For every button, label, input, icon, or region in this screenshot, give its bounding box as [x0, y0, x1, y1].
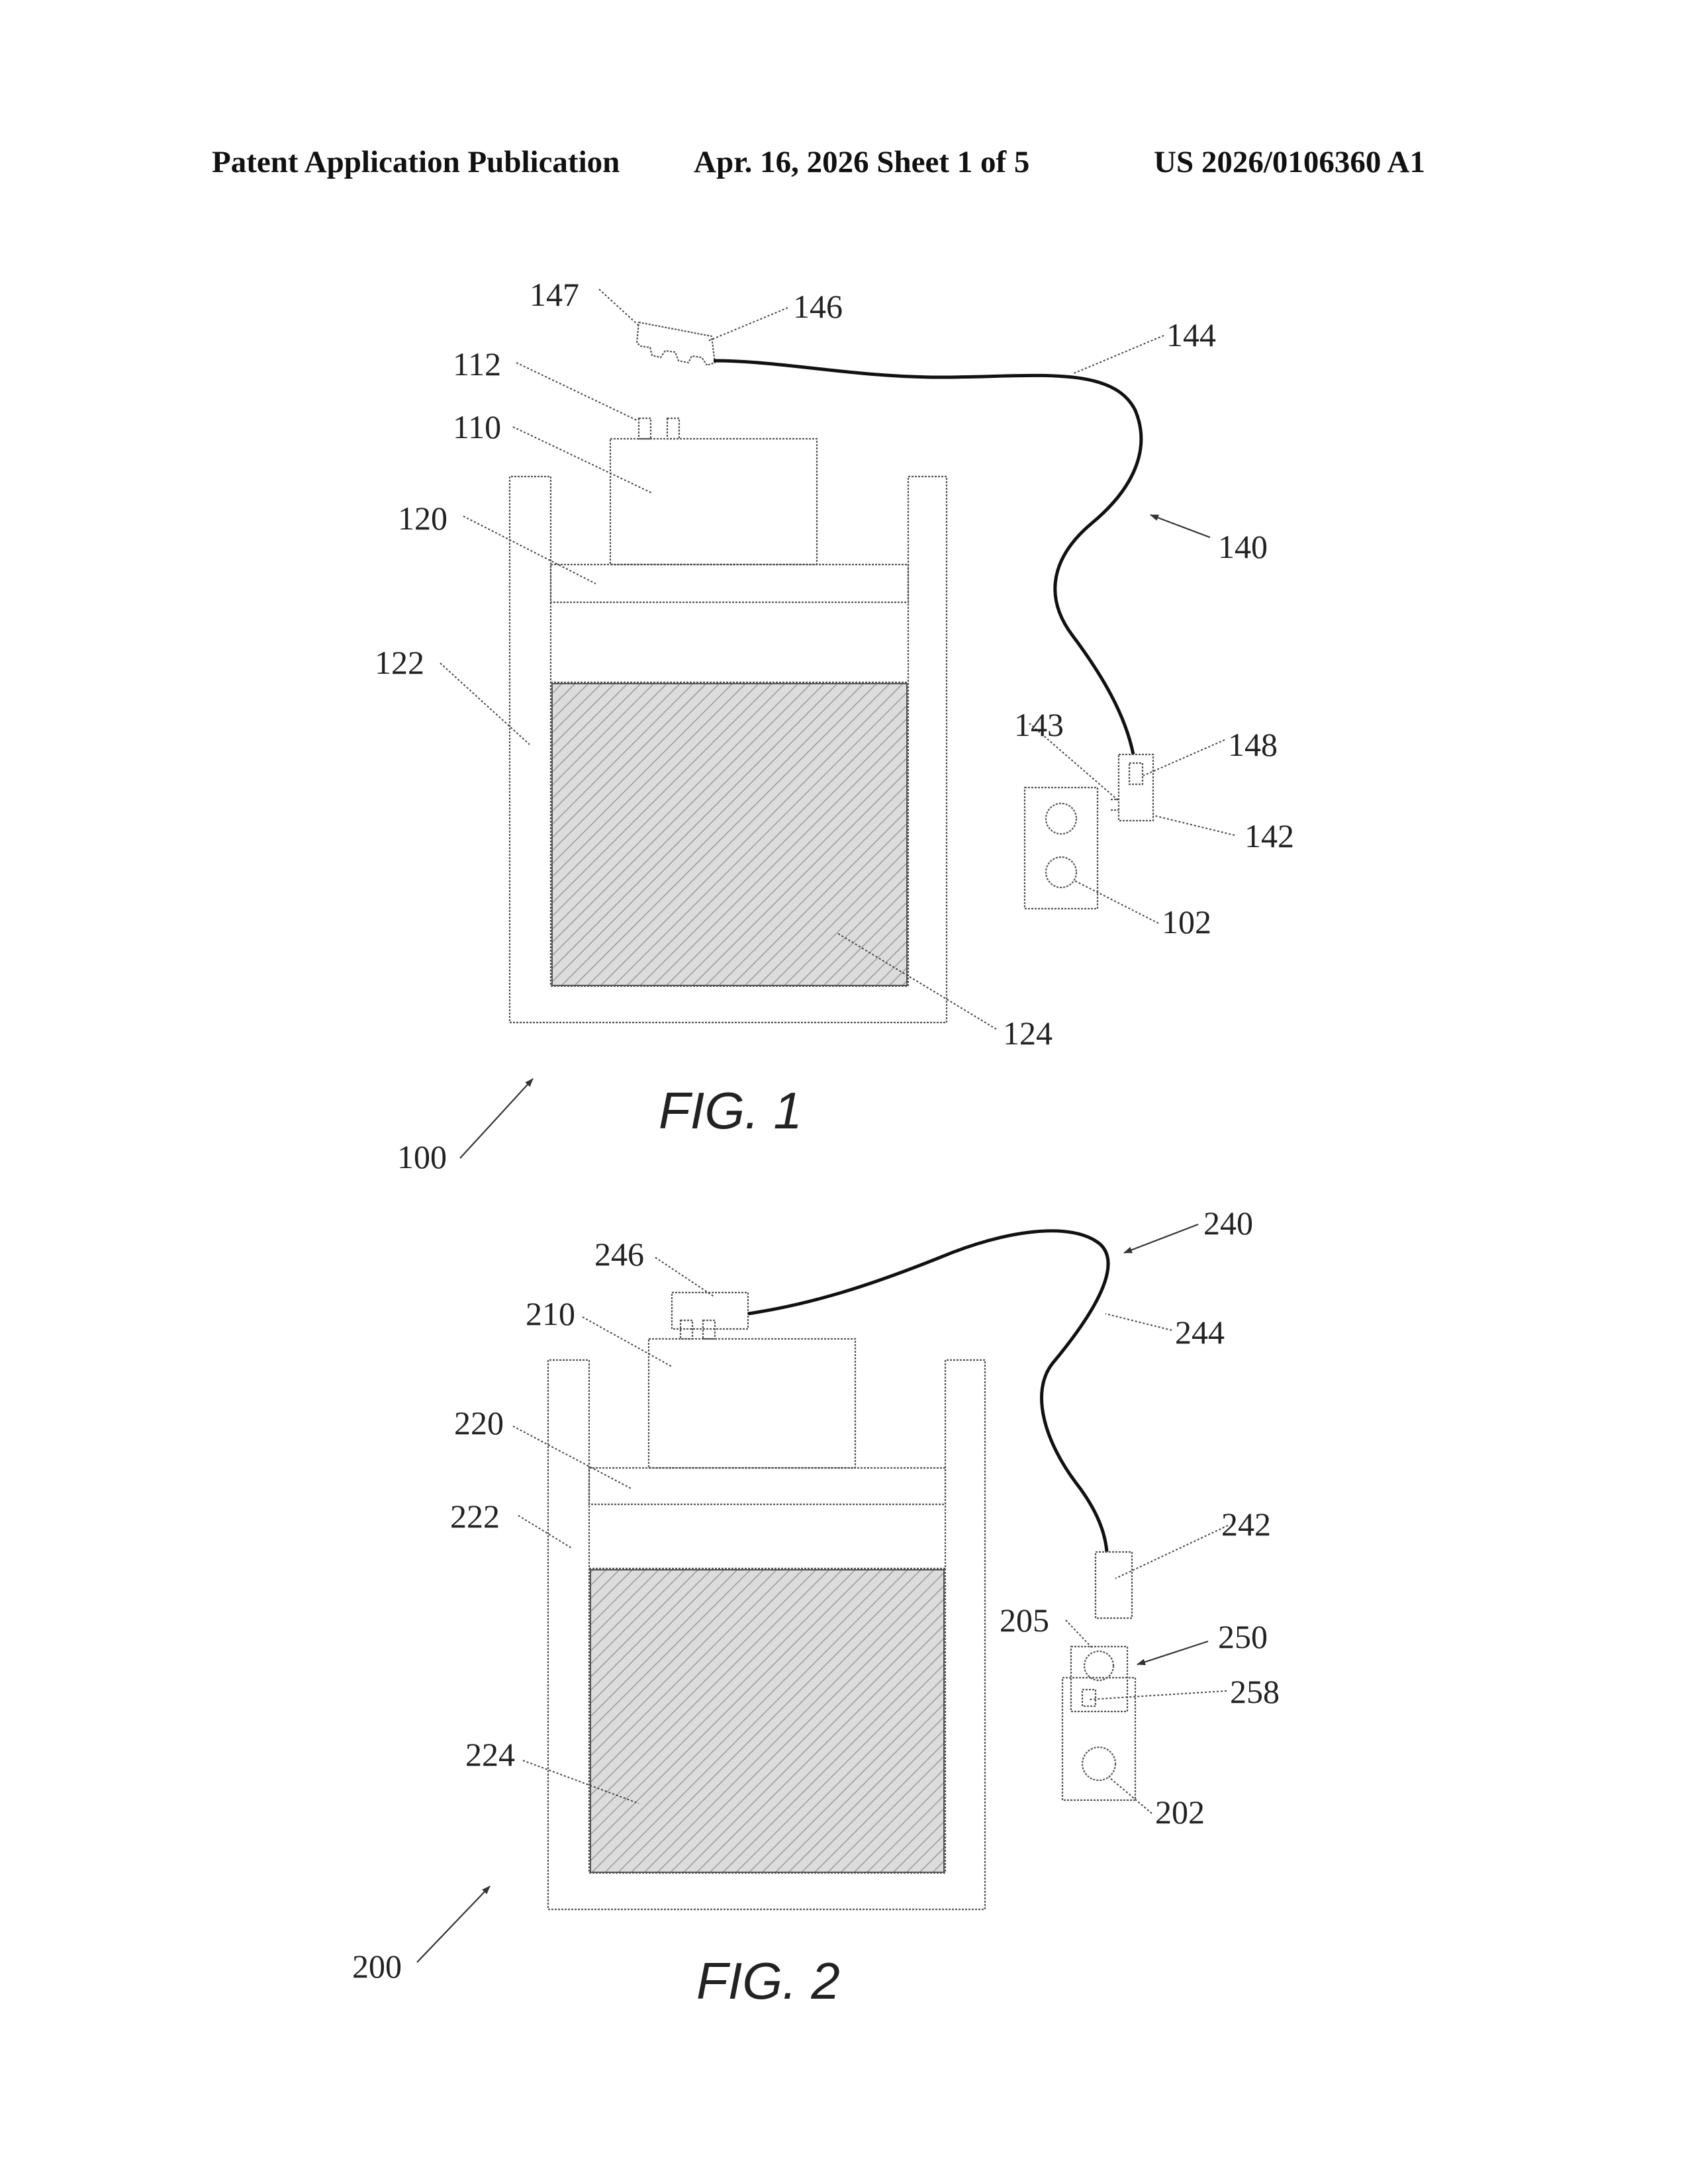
- leader-244: [1105, 1314, 1172, 1330]
- ref-144: 144: [1166, 316, 1216, 353]
- outlet-102-socket-bottom: [1046, 857, 1076, 887]
- arrow-240: [1124, 1224, 1198, 1253]
- outlet-102-socket-top: [1046, 803, 1076, 834]
- leader-142: [1153, 815, 1235, 835]
- leader-110: [513, 427, 652, 493]
- terminal-112-a: [639, 418, 651, 439]
- cable-244: [748, 1231, 1108, 1552]
- ref-200: 200: [352, 1948, 402, 1985]
- ref-244: 244: [1175, 1314, 1225, 1351]
- leader-258: [1089, 1691, 1227, 1700]
- ref-100: 100: [397, 1138, 447, 1175]
- figure-1: 147 146 144 112 110 120 122 140 143 148 …: [375, 276, 1294, 1175]
- leader-202: [1109, 1777, 1152, 1813]
- outlet-202: [1062, 1678, 1135, 1800]
- ref-122: 122: [375, 644, 424, 681]
- connector-246: [672, 1293, 748, 1329]
- leader-222: [518, 1516, 573, 1549]
- leader-205: [1066, 1620, 1092, 1648]
- outlet-102: [1025, 788, 1098, 909]
- ref-146: 146: [793, 288, 843, 325]
- adapter-250: [1071, 1647, 1127, 1711]
- indicator-148: [1129, 763, 1143, 784]
- ref-124: 124: [1003, 1015, 1053, 1052]
- lid-plate-220: [589, 1468, 945, 1504]
- fill-material-224: [590, 1570, 944, 1872]
- ref-246: 246: [594, 1236, 644, 1273]
- terminal-112-b: [667, 418, 679, 439]
- ref-140: 140: [1218, 528, 1268, 565]
- ref-205: 205: [1000, 1602, 1049, 1639]
- leader-122: [440, 663, 530, 745]
- ref-202: 202: [1155, 1794, 1205, 1831]
- ref-210: 210: [526, 1295, 575, 1332]
- ref-258: 258: [1230, 1673, 1280, 1710]
- ref-224: 224: [465, 1736, 515, 1773]
- ref-148: 148: [1228, 726, 1278, 763]
- arrow-140: [1150, 515, 1210, 537]
- leader-220: [513, 1426, 632, 1489]
- leader-112: [516, 363, 637, 420]
- arrow-250: [1137, 1641, 1208, 1664]
- ref-240: 240: [1203, 1205, 1253, 1242]
- ref-110: 110: [453, 408, 501, 445]
- figure-1-caption: FIG. 1: [659, 1081, 802, 1140]
- device-housing-110: [610, 439, 817, 565]
- device-housing-210: [649, 1339, 855, 1468]
- plug-142: [1119, 754, 1153, 821]
- figure-2: 246 210 220 222 224 240 244 242 205 250 …: [352, 1205, 1280, 2010]
- ref-143: 143: [1014, 706, 1064, 743]
- plug-242: [1096, 1552, 1132, 1618]
- leader-210: [583, 1317, 672, 1367]
- ref-250: 250: [1218, 1618, 1268, 1655]
- figure-2-caption: FIG. 2: [696, 1952, 840, 2010]
- leader-146: [708, 308, 788, 341]
- ref-102: 102: [1162, 903, 1211, 940]
- adapter-250-socket: [1084, 1651, 1113, 1680]
- leader-246: [655, 1257, 715, 1297]
- leader-144: [1072, 336, 1164, 374]
- outlet-202-socket: [1082, 1747, 1115, 1780]
- ref-112: 112: [453, 345, 501, 383]
- arrow-200: [417, 1886, 490, 1962]
- leader-102: [1074, 880, 1158, 923]
- ref-147: 147: [530, 276, 579, 313]
- fill-material-124: [552, 684, 907, 985]
- leader-148: [1143, 740, 1225, 776]
- ref-222: 222: [450, 1498, 500, 1535]
- leader-120: [463, 516, 596, 584]
- ref-220: 220: [454, 1404, 504, 1441]
- ref-142: 142: [1244, 817, 1294, 854]
- indicator-258: [1082, 1690, 1096, 1706]
- ref-120: 120: [398, 500, 447, 537]
- leader-147: [599, 289, 639, 326]
- arrow-100: [460, 1079, 533, 1158]
- ref-242: 242: [1221, 1506, 1271, 1543]
- connector-146: [637, 322, 715, 365]
- lid-plate-120: [551, 565, 908, 602]
